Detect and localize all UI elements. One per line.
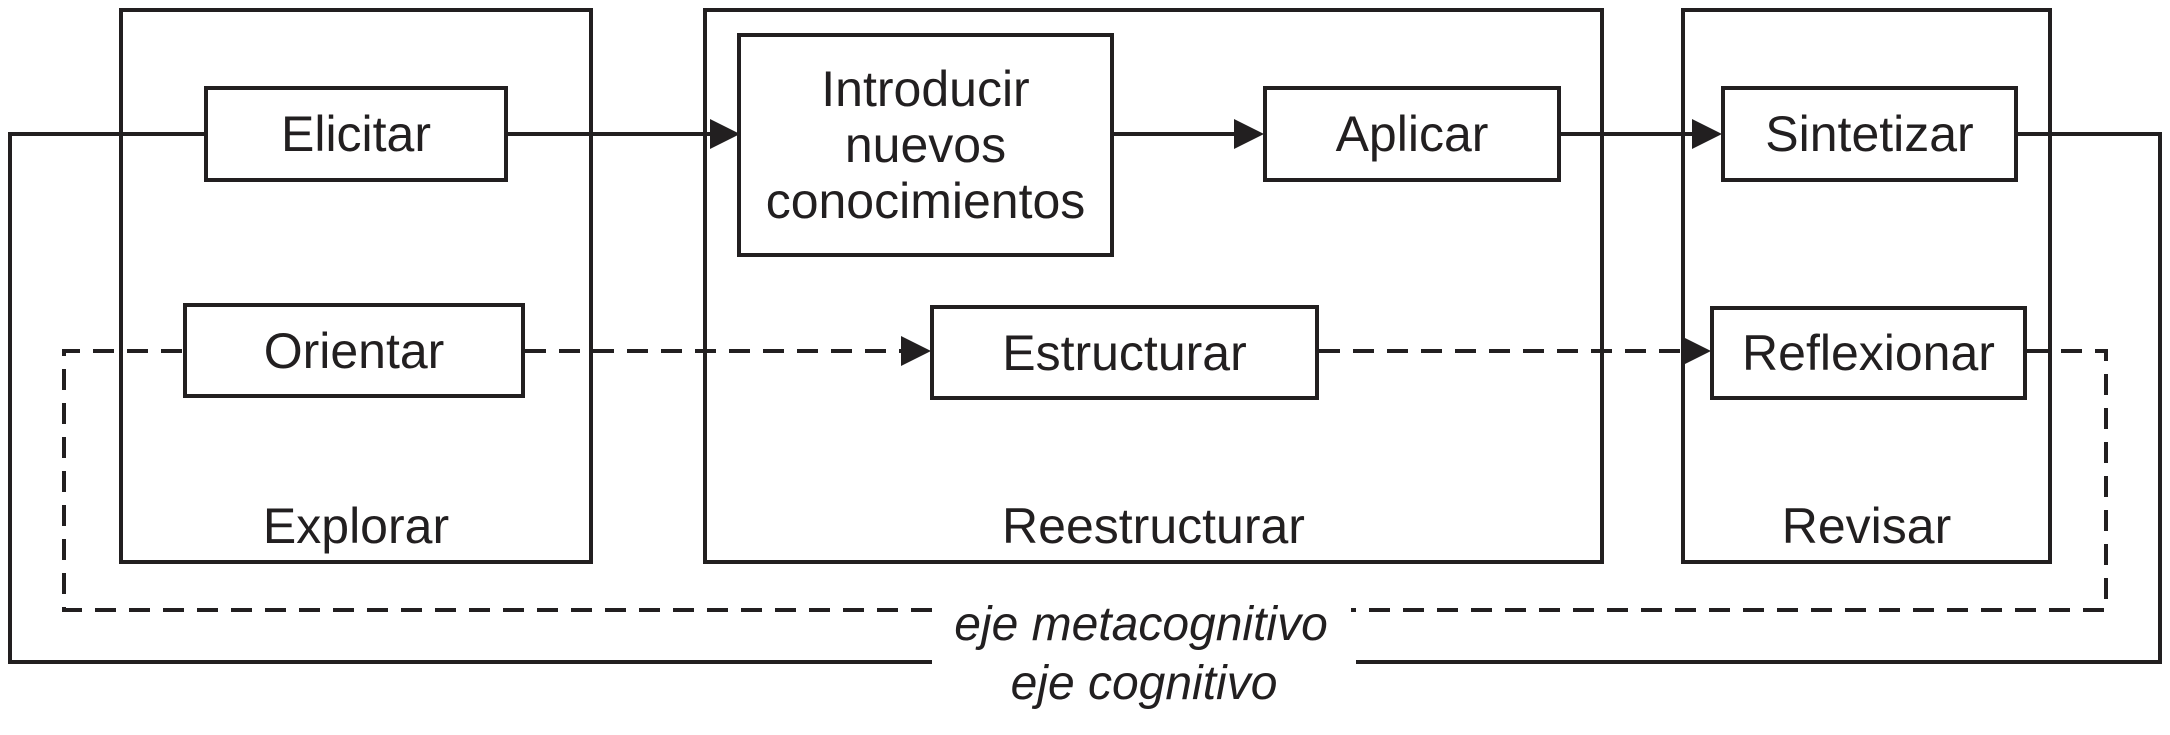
- step-label-estructurar: Estructurar: [1002, 324, 1247, 381]
- step-label-reflexionar: Reflexionar: [1742, 325, 1995, 381]
- step-box-orientar: Orientar: [183, 303, 525, 398]
- arrowhead-into-aplicar-icon: [1234, 119, 1264, 149]
- arrowhead-into-introducir-icon: [710, 119, 740, 149]
- metacognitive-axis-left-return-line: [62, 349, 932, 612]
- step-box-sintetizar: Sintetizar: [1721, 86, 2018, 182]
- arrowhead-into-reflexionar-icon: [1681, 336, 1711, 366]
- stage-label-explorar: Explorar: [262, 498, 450, 554]
- step-box-reflexionar: Reflexionar: [1710, 306, 2027, 400]
- step-label-elicitar: Elicitar: [280, 106, 432, 162]
- step-label-orientar: Orientar: [263, 322, 445, 379]
- stage-box-explorar: Explorar: [119, 8, 593, 564]
- step-label-introducir-nuevos-conocimientos: Introducir nuevos conocimientos: [765, 61, 1086, 229]
- step-box-introducir-nuevos-conocimientos: Introducir nuevos conocimientos: [737, 33, 1114, 257]
- step-box-aplicar: Aplicar: [1263, 86, 1561, 182]
- cognitive-axis-left-return-line: [8, 132, 932, 664]
- axis-label-cognitive: eje cognitivo: [1010, 657, 1278, 710]
- stage-box-revisar: Revisar: [1681, 8, 2052, 564]
- stage-label-reestructurar: Reestructurar: [1002, 498, 1305, 554]
- step-box-estructurar: Estructurar: [930, 305, 1319, 400]
- step-label-sintetizar: Sintetizar: [1765, 106, 1974, 162]
- arrowhead-into-estructurar-icon: [901, 336, 931, 366]
- step-box-elicitar: Elicitar: [204, 86, 508, 182]
- stage-label-revisar: Revisar: [1781, 498, 1952, 554]
- arrowhead-into-sintetizar-icon: [1692, 119, 1722, 149]
- cognitive-axis-right-return-line: [1356, 132, 2162, 664]
- axis-label-metacognitive: eje metacognitivo: [954, 598, 1328, 651]
- stage-box-reestructurar: Reestructurar: [703, 8, 1604, 564]
- metacognitive-axis-right-return-line: [1351, 349, 2108, 612]
- step-label-aplicar: Aplicar: [1335, 106, 1489, 162]
